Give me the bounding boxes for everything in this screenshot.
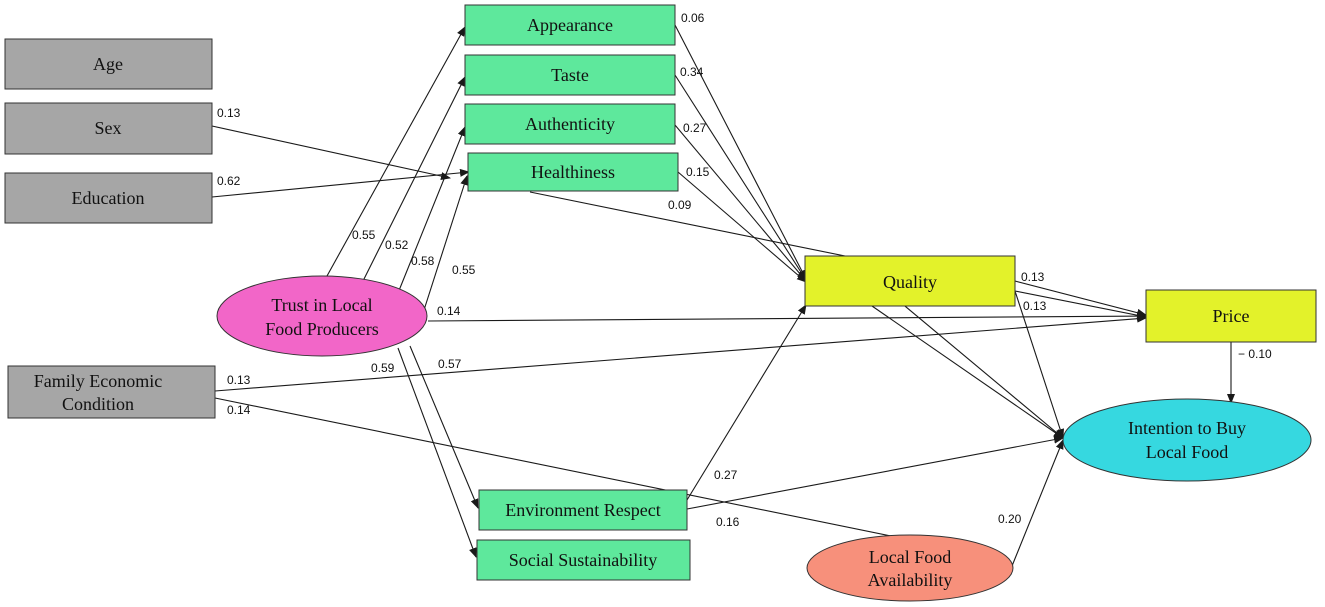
edge-authenticity-quality — [674, 124, 807, 282]
social-sustainability-box — [476, 539, 691, 581]
edge-environment-quality — [686, 304, 807, 501]
intention-ellipse — [1062, 398, 1312, 482]
appearance-label: Appearance — [527, 15, 613, 35]
node-trust: Trust in Local Food Producers — [216, 275, 428, 357]
coef-trust-authenticity: 0.58 — [411, 254, 435, 268]
node-sex: Sex — [4, 102, 213, 155]
edge-family-price — [214, 314, 1147, 392]
trust-ellipse — [216, 275, 428, 357]
node-social-sustainability: Social Sustainability — [476, 539, 691, 581]
authenticity-label: Authenticity — [525, 114, 615, 134]
coef-environment-quality: 0.27 — [714, 468, 738, 482]
coef-environment-intention: 0.16 — [716, 515, 740, 529]
quality-label: Quality — [883, 272, 937, 292]
node-family-economic: Family Economic Condition — [7, 365, 216, 419]
sex-label: Sex — [95, 118, 122, 138]
node-quality: Quality — [804, 255, 1016, 307]
availability-ellipse — [806, 534, 1014, 602]
coefficient-labels: 0.06 0.34 0.27 0.15 0.09 0.13 0.62 0.55 … — [217, 11, 1272, 529]
coef-trust-environment: 0.57 — [438, 357, 462, 371]
taste-label: Taste — [551, 65, 589, 85]
trust-label-line1: Trust in Local — [271, 295, 372, 315]
trust-label-line2: Food Producers — [265, 319, 379, 339]
environment-respect-box — [478, 489, 688, 531]
edge-environment-intention — [686, 435, 1064, 510]
coef-sex-healthiness: 0.13 — [217, 106, 241, 120]
node-availability: Local Food Availability — [806, 534, 1014, 602]
edge-healthiness-quality — [677, 171, 807, 283]
coef-availability-intention: 0.20 — [998, 512, 1022, 526]
age-box — [4, 38, 213, 90]
edge-appearance-quality — [674, 24, 807, 280]
availability-label-line2: Availability — [868, 570, 953, 590]
node-authenticity: Authenticity — [464, 103, 676, 145]
taste-box — [464, 54, 676, 96]
node-education: Education — [4, 172, 213, 224]
coef-trust-healthiness: 0.55 — [452, 263, 476, 277]
node-appearance: Appearance — [464, 4, 676, 46]
coef-family-availability: 0.14 — [227, 403, 251, 417]
edge-trust-authenticity — [397, 126, 466, 294]
age-label: Age — [93, 54, 123, 74]
nodes: Age Sex Education Family Economic Condit… — [4, 4, 1317, 602]
education-label: Education — [72, 188, 145, 208]
edge-trust-taste — [359, 76, 466, 288]
coef-education-healthiness: 0.62 — [217, 174, 241, 188]
family-economic-label-line2: Condition — [62, 394, 134, 414]
edge-healthiness-intention — [529, 191, 1064, 439]
edge-trust-price — [427, 312, 1147, 322]
coef-taste-quality: 0.34 — [680, 65, 704, 79]
appearance-box — [464, 4, 676, 46]
coef-trust-price: 0.14 — [437, 304, 461, 318]
quality-box — [804, 255, 1016, 307]
coef-healthiness-intention: 0.09 — [668, 198, 692, 212]
coef-trust-taste: 0.52 — [385, 238, 409, 252]
coef-healthiness-quality: 0.15 — [686, 165, 710, 179]
node-healthiness: Healthiness — [467, 152, 679, 192]
edge-quality-price-b — [1014, 290, 1147, 320]
social-sustainability-label: Social Sustainability — [509, 550, 658, 570]
authenticity-box — [464, 103, 676, 145]
edge-taste-quality — [674, 74, 807, 281]
edge-trust-healthiness — [423, 175, 469, 311]
sex-box — [4, 102, 213, 155]
node-age: Age — [4, 38, 213, 90]
intention-label-line1: Intention to Buy — [1128, 418, 1246, 438]
coef-trust-social: 0.59 — [371, 361, 395, 375]
coef-trust-appearance: 0.55 — [352, 228, 376, 242]
edge-trust-appearance — [321, 26, 466, 286]
coef-quality-price-b: 0.13 — [1023, 299, 1047, 313]
node-intention: Intention to Buy Local Food — [1062, 398, 1312, 482]
edge-education-healthiness — [211, 168, 470, 198]
node-price: Price — [1145, 289, 1317, 343]
price-label: Price — [1213, 306, 1250, 326]
coef-price-intention: − 0.10 — [1238, 347, 1272, 361]
coef-authenticity-quality: 0.27 — [683, 121, 707, 135]
price-box — [1145, 289, 1317, 343]
coef-family-price: 0.13 — [227, 373, 251, 387]
environment-respect-label: Environment Respect — [505, 500, 660, 520]
node-environment-respect: Environment Respect — [478, 489, 688, 531]
edge-sex-healthiness — [211, 125, 451, 180]
intention-label-line2: Local Food — [1146, 442, 1229, 462]
edge-quality-intention-b — [1014, 290, 1065, 439]
edge-quality-price-a — [1014, 280, 1147, 317]
node-taste: Taste — [464, 54, 676, 96]
healthiness-label: Healthiness — [531, 162, 615, 182]
family-economic-box — [7, 365, 216, 419]
edge-trust-environment — [409, 345, 479, 509]
edge-availability-intention — [1011, 439, 1064, 567]
coef-quality-price-a: 0.13 — [1021, 270, 1045, 284]
education-box — [4, 172, 213, 224]
family-economic-label-line1: Family Economic — [34, 371, 162, 391]
edge-family-availability — [214, 397, 921, 545]
edge-quality-intention-a — [871, 305, 1064, 439]
healthiness-box — [467, 152, 679, 192]
coef-appearance-quality: 0.06 — [681, 11, 705, 25]
edge-trust-social — [397, 347, 477, 558]
availability-label-line1: Local Food — [869, 547, 952, 567]
